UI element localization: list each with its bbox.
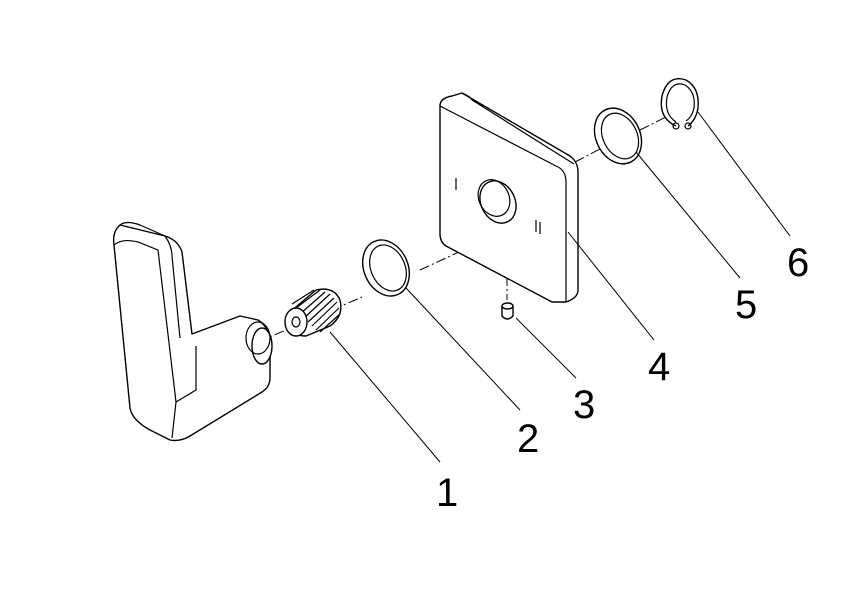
callout-2: 2 — [517, 417, 539, 461]
plate-marking-ii — [535, 220, 541, 234]
set-screw — [501, 302, 514, 320]
callout-5: 5 — [735, 283, 757, 327]
retaining-clip — [660, 78, 699, 130]
lever-handle — [112, 221, 273, 442]
callout-6: 6 — [787, 241, 809, 285]
washer-ring — [593, 107, 643, 165]
leader-line-2 — [405, 287, 521, 411]
callout-1: 1 — [436, 471, 458, 515]
cover-plate — [439, 92, 579, 303]
callout-4: 4 — [648, 345, 670, 389]
leader-line-3 — [515, 317, 577, 379]
leader-line-6 — [697, 111, 791, 237]
leader-line-5 — [635, 151, 741, 279]
callout-3: 3 — [573, 383, 595, 427]
knurled-adapter — [284, 288, 342, 337]
o-ring — [361, 239, 411, 297]
leader-line-1 — [329, 331, 441, 463]
leader-line-4 — [567, 231, 655, 341]
